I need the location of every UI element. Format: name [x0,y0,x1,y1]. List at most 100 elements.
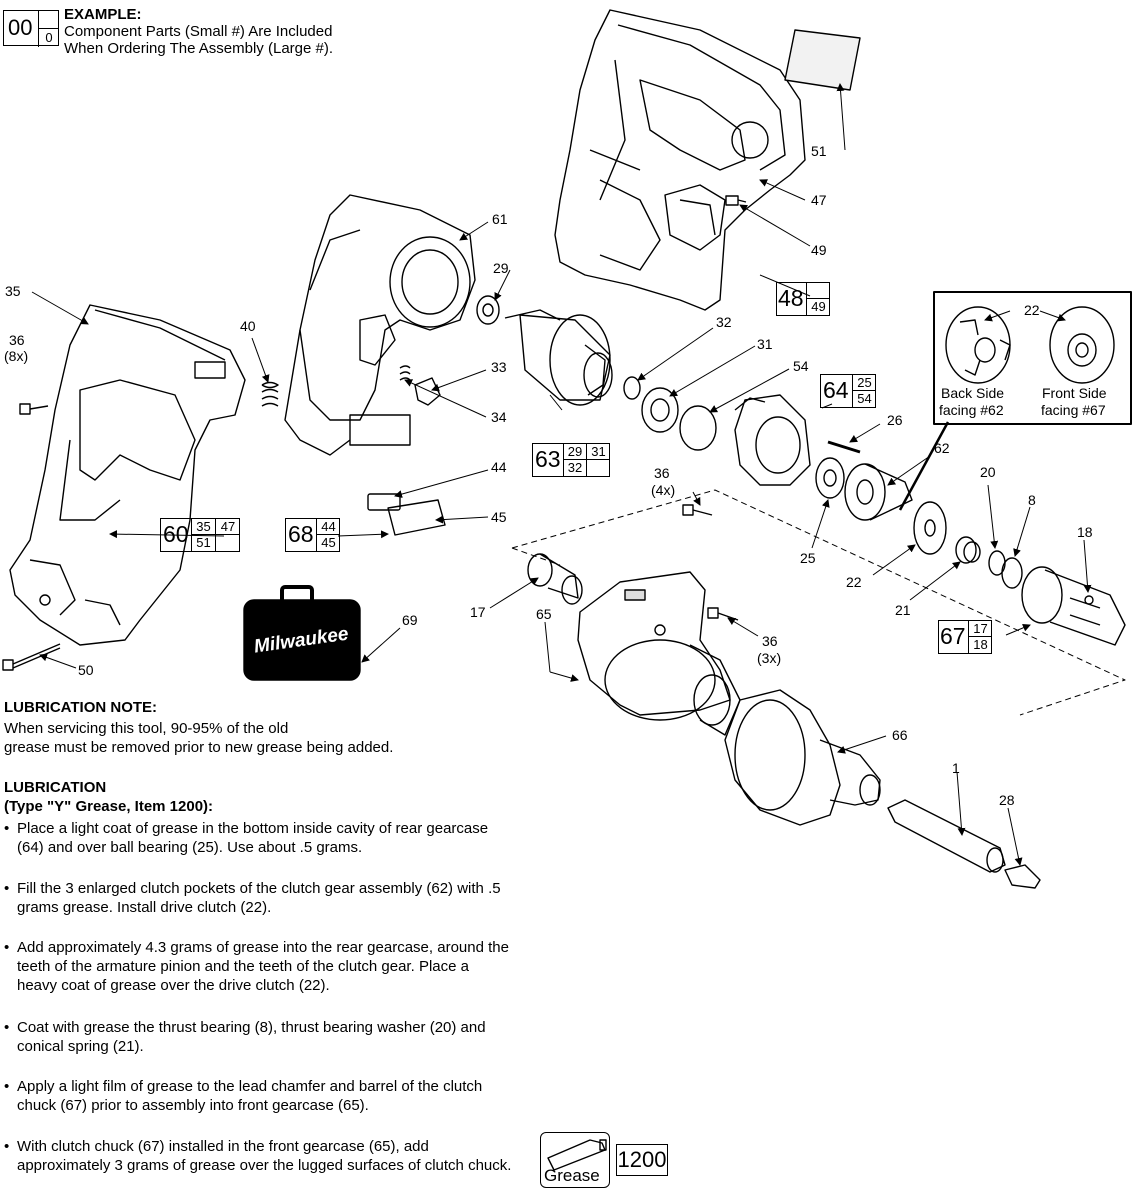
assembly-68-big: 68 [288,521,314,547]
callout-36-b-qty: (4x) [651,482,676,498]
lubrication-subheading: (Type "Y" Grease, Item 1200): [4,798,214,815]
lubrication-step-text: Fill the 3 enlarged clutch pockets of th… [17,880,501,916]
sleeve-17-drawing [527,553,583,605]
bearing-31-drawing [641,387,679,433]
pin-50-drawing [2,643,61,671]
drive-clutch-back-drawing [945,306,1011,384]
callout-51: 51 [811,143,827,159]
lubrication-step-text: Add approximately 4.3 grams of grease in… [17,939,509,994]
callout-66: 66 [892,727,908,743]
example-line-1: Component Parts (Small #) Are Included [64,23,333,40]
lubrication-step-text: With clutch chuck (67) installed in the … [17,1138,512,1174]
callout-25: 25 [800,550,816,566]
inset-front-line-2: facing #67 [1041,402,1106,418]
callout-32: 32 [716,314,732,330]
assembly-68-small-2: 45 [321,535,336,550]
front-gearcase-drawing [577,571,741,736]
inset-back-line-2: facing #62 [939,402,1004,418]
callout-22-a: 22 [1024,302,1040,318]
handle-housing-drawing [9,304,246,646]
lubrication-note-line-2: grease must be removed prior to new grea… [4,739,394,756]
carrying-case-drawing [243,585,361,681]
example-assembly-box: 00 0 [3,10,59,47]
callout-36-a-qty: (8x) [4,348,29,364]
bullet-dot: • [4,1019,10,1036]
lubrication-step-text: Apply a light film of grease to the lead… [17,1078,483,1114]
screw-36-4x-drawing [682,504,713,516]
example-big-number: 00 [8,15,33,40]
grease-tube-icon [547,1139,607,1171]
inset-back-line-1: Back Side [941,385,1005,401]
assembly-67-small-2: 18 [973,637,988,652]
callout-29: 29 [493,260,509,276]
example-small-number: 0 [39,28,59,46]
clutch-gear-drawing [844,463,913,521]
callout-36-c: 36 [762,633,778,649]
lubrication-heading: LUBRICATION [4,779,107,796]
callout-45: 45 [491,509,507,525]
grease-item-number: 1200 [616,1144,668,1176]
callout-44: 44 [491,459,507,475]
callout-61: 61 [492,211,508,227]
clutch-chuck-drawing [1021,566,1126,646]
callout-54: 54 [793,358,809,374]
assembly-64-small-1: 25 [853,375,876,391]
assembly-68-small-1: 44 [317,519,340,535]
nose-cone-drawing [724,689,881,826]
assembly-67-big: 67 [940,623,966,649]
example-line-2: When Ordering The Assembly (Large #). [64,40,334,57]
callout-62: 62 [934,440,950,456]
rear-gearcase-drawing [734,394,811,486]
lubrication-step-text: Place a light coat of grease in the bott… [17,820,489,856]
assembly-63-small-3: 32 [564,460,587,476]
assembly-63-small-1: 29 [564,444,587,460]
assembly-box-68: 68 44 45 [285,518,340,552]
callout-69: 69 [402,612,418,628]
inset-front-line-1: Front Side [1042,385,1107,401]
callout-47: 47 [811,192,827,208]
assembly-63-small-2: 31 [587,444,610,460]
bullet-dot: • [4,1078,10,1095]
bullet-dot: • [4,939,10,956]
label-sticker-drawing [784,29,861,91]
callout-8: 8 [1028,492,1036,508]
callout-40: 40 [240,318,256,334]
lubrication-note-heading: LUBRICATION NOTE: [4,699,158,716]
assembly-box-48: 48 49 [776,282,830,316]
assembly-box-67: 67 17 18 [938,620,992,654]
assembly-63-big: 63 [535,446,561,472]
callout-18: 18 [1077,524,1093,540]
callout-20: 20 [980,464,996,480]
bit-drawing [1004,864,1041,889]
assembly-60-small-1: 35 [192,519,216,535]
callout-36-b: 36 [654,465,670,481]
callout-33: 33 [491,359,507,375]
bearing-29-drawing [476,295,500,325]
assembly-box-64: 64 25 54 [820,374,876,408]
inset-frame [933,291,1132,425]
assembly-box-63: 63 29 31 32 [532,443,610,477]
armature-drawing [504,309,613,406]
example-heading: EXAMPLE: [64,6,142,23]
callout-31: 31 [757,336,773,352]
callout-50: 50 [78,662,94,678]
assembly-60-big: 60 [163,521,189,547]
bit-holder-drawing [887,799,1006,873]
bullet-dot: • [4,1138,10,1155]
screw-49-drawing [725,195,747,206]
bullet-dot: • [4,820,10,837]
lubrication-note-line-1: When servicing this tool, 90-95% of the … [4,720,289,737]
callout-34: 34 [491,409,507,425]
callout-17: 17 [470,604,486,620]
bullet-dot: • [4,880,10,897]
callout-65: 65 [536,606,552,622]
screw-36-3x-drawing [707,607,739,621]
assembly-48-small-1: 49 [811,299,826,314]
assembly-64-big: 64 [823,377,849,403]
assembly-67-small-1: 17 [969,621,992,637]
callout-28: 28 [999,792,1015,808]
grease-label-text: Grease [544,1166,600,1185]
lubrication-step-text: Coat with grease the thrust bearing (8),… [17,1019,486,1055]
spring-40-drawing [261,381,279,407]
